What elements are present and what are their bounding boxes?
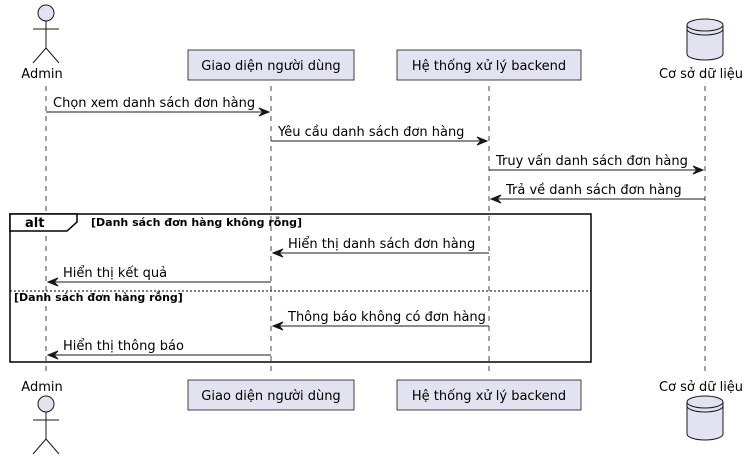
- alt-frame: [9, 213, 592, 363]
- participant-ui-bottom[interactable]: [187, 379, 355, 411]
- participant-label-backend-bottom: Hệ thống xử lý backend: [412, 389, 566, 404]
- message-8: [46, 350, 271, 360]
- participant-label-admin-bottom: Admin: [21, 380, 62, 395]
- arrowhead-icon: [46, 350, 59, 360]
- actor-leg-right: [45, 47, 60, 64]
- database-rim: [686, 401, 724, 409]
- message-label: Hiển thị thông báo: [63, 339, 184, 354]
- database-db-top[interactable]: [686, 18, 724, 61]
- message-label: Trả về danh sách đơn hàng: [505, 183, 682, 198]
- message-1: [46, 107, 271, 117]
- arrowhead-icon: [489, 194, 502, 204]
- actor-leg-left: [32, 47, 47, 64]
- database-rim: [686, 24, 724, 32]
- participant-backend-bottom[interactable]: [396, 379, 582, 411]
- participant-label-backend-top: Hệ thống xử lý backend: [412, 59, 566, 74]
- message-label: Thông báo không có đơn hàng: [287, 310, 486, 325]
- actor-leg-left: [32, 438, 47, 455]
- database-rim-inner: [686, 28, 724, 36]
- message-label: Yêu cầu danh sách đơn hàng: [277, 125, 464, 140]
- participant-label-admin-top: Admin: [21, 67, 62, 82]
- participant-label-ui-top: Giao diện người dùng: [201, 59, 340, 74]
- database-icon: [686, 18, 724, 61]
- actor-head-icon: [37, 395, 55, 413]
- message-5: [271, 248, 489, 258]
- actor-admin-top[interactable]: [32, 4, 60, 64]
- arrowhead-icon: [476, 136, 489, 146]
- actor-admin-bottom[interactable]: [32, 395, 60, 455]
- database-db-bottom[interactable]: [686, 395, 724, 441]
- participant-backend-top[interactable]: [396, 49, 582, 81]
- arrowhead-icon: [692, 165, 705, 175]
- message-label: Hiển thị kết quả: [63, 266, 167, 281]
- participant-label-db-top: Cơ sở dữ liệu: [659, 67, 743, 82]
- message-4: [489, 194, 705, 204]
- participant-label-ui-bottom: Giao diện người dùng: [201, 389, 340, 404]
- messages: [46, 107, 705, 360]
- alt-tab: [9, 213, 78, 232]
- actor-head-icon: [37, 4, 55, 22]
- message-7: [271, 321, 489, 331]
- participant-ui-top[interactable]: [187, 49, 355, 81]
- arrowhead-icon: [271, 248, 284, 258]
- message-3: [489, 165, 705, 175]
- alt-fragment: alt [Danh sách đơn hàng không rỗng] [Dan…: [9, 213, 592, 363]
- message-6: [46, 277, 271, 287]
- alt-keyword: alt: [25, 216, 44, 231]
- actor-leg-right: [45, 438, 60, 455]
- arrowhead-icon: [258, 107, 271, 117]
- arrowhead-icon: [271, 321, 284, 331]
- database-rim-inner: [686, 405, 724, 413]
- message-label: Truy vấn danh sách đơn hàng: [495, 154, 688, 169]
- message-label: Hiển thị danh sách đơn hàng: [288, 237, 475, 252]
- message-2: [271, 136, 489, 146]
- participant-label-db-bottom: Cơ sở dữ liệu: [659, 380, 743, 395]
- alt-condition-1: [Danh sách đơn hàng không rỗng]: [91, 216, 302, 229]
- database-icon: [686, 395, 724, 441]
- arrowhead-icon: [46, 277, 59, 287]
- message-label: Chọn xem danh sách đơn hàng: [53, 96, 255, 111]
- alt-condition-2: [Danh sách đơn hàng rỗng]: [14, 291, 183, 304]
